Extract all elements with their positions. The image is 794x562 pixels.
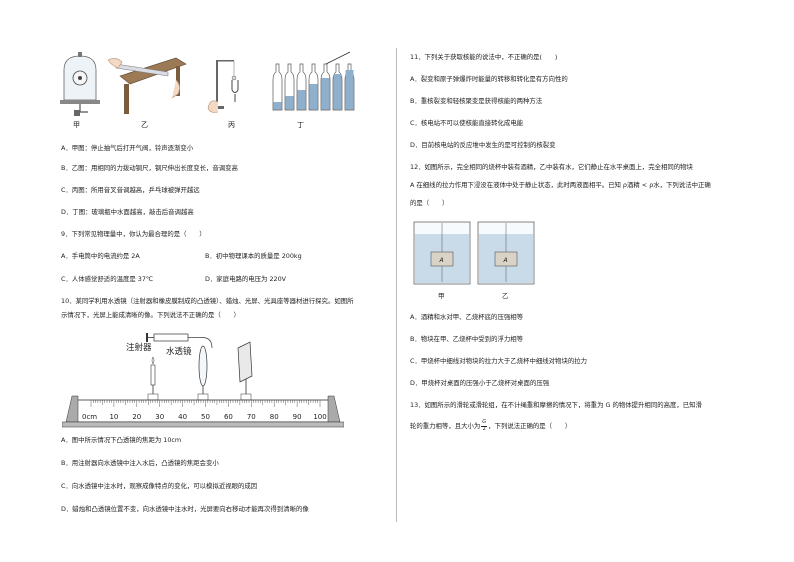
q8-option-c: C．丙图：所用音叉音调越高，乒乓球被弹开越远 — [61, 186, 200, 194]
q9-option-d: D．家庭电路的电压为 220V — [205, 275, 287, 283]
beakers-figure: A A — [413, 221, 535, 285]
q11-option-d: D．目前核电站的反应堆中发生的是可控制的核裂变 — [410, 141, 556, 149]
syringe-icon — [146, 333, 213, 349]
ruler-labels: 10 20 30 40 50 60 70 80 90 100 — [109, 413, 326, 421]
q13-fraction-denominator: 2 — [482, 425, 486, 432]
caption-jia: 甲 — [73, 121, 80, 129]
q9-option-a: A．手电筒中的电流约是 2A — [61, 252, 140, 260]
q13-stem-line2: 轮的重力相等，且大小为 G 2 ，下列说法正确的是（ ） — [410, 419, 572, 432]
sound-experiments-figure — [60, 51, 355, 116]
q8-option-b: B．乙图：用相同的力拨动钢尺，钢尺伸出长度变长，音调变高 — [61, 164, 238, 172]
q9-stem: 9．下列常见物理量中，你认为最合理的是（ ） — [61, 230, 206, 238]
ruler-ticks — [90, 400, 321, 407]
q10-option-a: A．图中所示情况下凸透镜的焦距为 10cm — [61, 436, 182, 444]
q9-option-c: C．人体感觉舒适的温度是 37℃ — [61, 275, 154, 283]
ruler-tick-label: 30 — [155, 413, 164, 421]
right-column: 11．下列关于获取核能的说法中，不正确的是( ) A．裂变和原子弹爆炸时能量的转… — [398, 0, 794, 562]
ruler-tick-label: 100 — [313, 413, 326, 421]
q10-stem-line1: 10．某同学利用水透镜（注射器和橡皮膜制成的凸透镜）、蜡烛、光屏、光具座等器材进… — [61, 297, 354, 305]
ruler-tick-label: 50 — [201, 413, 210, 421]
q12-option-d: D．甲烧杯对桌面的压强小于乙烧杯对桌面的压强 — [410, 379, 550, 387]
ruler-on-table-icon — [107, 57, 187, 114]
q11-option-a: A．裂变和原子弹爆炸时能量的转移和转化是有方向性的 — [410, 75, 568, 83]
q11-stem: 11．下列关于获取核能的说法中，不正确的是( ) — [410, 53, 558, 61]
q8-option-a: A．甲图：停止抽气后打开气阀，铃声逐渐变小 — [61, 144, 194, 152]
q12-stem-line1: 12．如图所示，完全相同的烧杯中装有酒精，乙中装有水，它们静止在水平桌面上，完全… — [410, 163, 693, 171]
q9-option-b: B．初中物理课本的质量是 200kg — [205, 252, 302, 260]
q10-option-c: C．向水透镜中注水时，观察成像特点的变化，可以模拟近视眼的成因 — [61, 482, 258, 490]
ruler-tick-label: 70 — [247, 413, 256, 421]
ruler-tick-label: 80 — [270, 413, 279, 421]
q11-option-b: B．重核裂变和轻核聚变是获得核能的两种方法 — [410, 97, 543, 105]
water-lens-label: 水透镜 — [166, 346, 192, 357]
q10-option-b: B．用注射器向水透镜中注入水后，凸透镜的焦距会变小 — [61, 459, 219, 467]
q12-stem-line2: A 在细线的拉力作用下浸没在液体中处于静止状态，此时两液面相平。已知 ρ酒精 <… — [410, 181, 711, 189]
beaker-jia: A — [413, 221, 471, 285]
ruler-start-label: 0cm — [82, 413, 97, 421]
block-label-yi: A — [503, 257, 508, 264]
q8-option-d: D．丁图：玻璃瓶中水面越高，敲击后音调越高 — [61, 208, 194, 216]
left-column: 甲 乙 丙 丁 A．甲图：停止抽气后打开气阀，铃声逐渐变小 B．乙图：用相同的力… — [0, 0, 396, 562]
q13-stem-pre: 轮的重力相等，且大小为 — [410, 422, 481, 430]
q10-option-d: D．蜡烛和凸透镜位置不变，向水透镜中注水时，光屏要向右移动才能再次得到清晰的像 — [61, 505, 309, 513]
beaker-caption-jia: 甲 — [438, 292, 445, 300]
block-label-jia: A — [439, 257, 444, 264]
light-screen-icon — [237, 341, 253, 396]
bell-jar-icon — [60, 52, 100, 116]
water-lens-icon — [198, 345, 208, 396]
q13-fraction: G 2 — [481, 419, 488, 432]
q12-option-b: B．物块在甲、乙烧杯中受到的浮力相等 — [410, 335, 524, 343]
q11-option-c: C．核电站不可以使核能直接转化成电能 — [410, 119, 524, 127]
ruler-tick-label: 60 — [224, 413, 233, 421]
water-bottles-icon — [272, 51, 355, 111]
caption-yi: 乙 — [141, 121, 148, 129]
q13-stem-line1: 13．如图所示的滑轮或滑轮组，在不计绳重和摩擦的情况下，将重为 G 的物体提升相… — [410, 401, 702, 409]
q12-option-c: C．甲烧杯中细线对物块的拉力大于乙烧杯中细线对物块的拉力 — [410, 357, 588, 365]
ruler-tick-label: 20 — [132, 413, 141, 421]
q13-stem-post: ，下列说法正确的是（ ） — [488, 422, 572, 430]
q12-option-a: A．酒精和水对甲、乙烧杯底的压强相等 — [410, 313, 524, 321]
beaker-yi: A — [477, 221, 535, 285]
caption-bing: 丙 — [228, 121, 235, 129]
tuning-fork-icon — [207, 60, 239, 113]
optical-bench-figure: 注射器 水透镜 0cm 10 20 30 40 50 60 70 80 90 100 — [62, 333, 344, 428]
q13-fraction-numerator: G — [481, 419, 488, 427]
syringe-label: 注射器 — [126, 342, 152, 353]
ruler-tick-label: 40 — [178, 413, 187, 421]
ruler-tick-label: 10 — [109, 413, 118, 421]
ruler-tick-label: 90 — [293, 413, 302, 421]
candle-icon — [150, 356, 156, 396]
q12-stem-line3: 的是（ ） — [410, 199, 449, 207]
beaker-caption-yi: 乙 — [502, 292, 509, 300]
q10-stem-line2: 示情况下，光屏上能成清晰的像。下列说法不正确的是（ ） — [61, 311, 240, 319]
column-divider — [396, 48, 397, 522]
caption-ding: 丁 — [297, 121, 304, 129]
